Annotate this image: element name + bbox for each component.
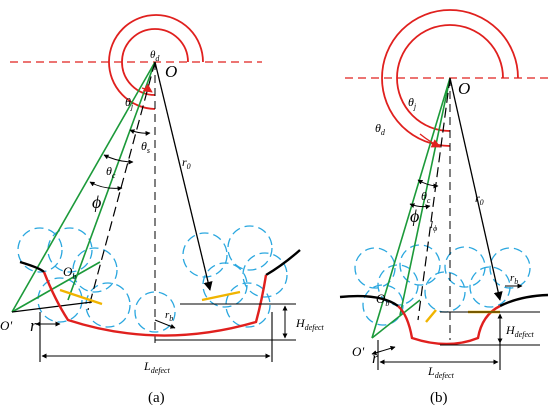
label-theta-s: θs bbox=[141, 139, 150, 155]
surface-curves bbox=[339, 293, 549, 308]
label-ob: Ob bbox=[376, 291, 389, 308]
label-rb: rb bbox=[165, 309, 173, 323]
blue-circle bbox=[17, 227, 63, 273]
label-r0: r0 bbox=[475, 191, 484, 207]
label-l-defect: Ldefect bbox=[427, 364, 455, 380]
label-theta-d: θd bbox=[150, 49, 160, 63]
label-r: r bbox=[30, 316, 37, 335]
blue-circle bbox=[72, 247, 118, 293]
surface-curves bbox=[19, 249, 301, 277]
theta-d-arcs bbox=[381, 9, 519, 147]
defect-profile bbox=[42, 271, 268, 337]
blue-circle bbox=[225, 282, 271, 328]
orange-segments bbox=[59, 288, 241, 306]
label-h-defect: Hdefect bbox=[295, 316, 325, 332]
label-center-o: O bbox=[458, 79, 470, 98]
label-r: r bbox=[372, 350, 379, 367]
label-phi: ϕ bbox=[92, 192, 101, 212]
defect-lines bbox=[39, 303, 296, 362]
label-ob: Ob bbox=[63, 264, 76, 281]
label-theta-j: θj bbox=[125, 95, 134, 111]
label-phi: ϕ bbox=[410, 206, 419, 226]
blue-circle bbox=[469, 266, 511, 308]
blue-circle bbox=[444, 246, 486, 288]
blue-circle bbox=[85, 282, 131, 328]
angle-arrows bbox=[419, 133, 441, 148]
blue-circle bbox=[227, 225, 273, 271]
blue-circle bbox=[399, 244, 441, 286]
angle-arcs bbox=[89, 129, 151, 191]
theta-d-arcs bbox=[108, 14, 204, 110]
blue-circle bbox=[424, 271, 466, 313]
r0-arrow bbox=[449, 77, 503, 301]
blue-circle bbox=[202, 262, 248, 308]
label-r0: r0 bbox=[182, 155, 191, 171]
dashed-line bbox=[417, 77, 451, 321]
label-l-defect: Ldefect bbox=[143, 359, 171, 375]
label-oprime: O' bbox=[0, 318, 12, 333]
defect-lines bbox=[377, 311, 540, 370]
blue-dashed-circles bbox=[354, 244, 531, 326]
caption-a: (a) bbox=[148, 390, 165, 406]
oprime-line bbox=[11, 301, 93, 313]
label-rb: rb bbox=[510, 272, 518, 286]
label-theta-c: θc bbox=[421, 189, 431, 205]
label-h-defect: Hdefect bbox=[505, 323, 535, 339]
label-l-phi: lϕ bbox=[430, 219, 437, 233]
blue-circle bbox=[489, 247, 531, 289]
label-center-o: O bbox=[165, 62, 177, 81]
rb-arrow bbox=[154, 319, 176, 329]
r-dimension bbox=[371, 345, 396, 356]
angle-arcs bbox=[409, 179, 439, 210]
label-theta-j: θj bbox=[408, 95, 417, 111]
blue-circle bbox=[242, 252, 288, 298]
r0-arrow bbox=[154, 61, 213, 291]
panel-a: O θd θj θs θc ϕ r0 Ob O' r rb Hdefect Ld… bbox=[0, 14, 325, 406]
label-theta-c: θc bbox=[106, 164, 116, 180]
blue-circle bbox=[354, 247, 396, 289]
green-lines bbox=[11, 61, 156, 313]
label-theta-d: θd bbox=[375, 121, 386, 137]
blue-circle bbox=[47, 227, 93, 273]
panel-b: O θj θd θc ϕ lϕ r0 rb Ob O' r Hdefect Ld… bbox=[339, 9, 550, 406]
blue-circle bbox=[134, 291, 176, 333]
caption-b: (b) bbox=[430, 390, 448, 406]
angle-arrows bbox=[141, 83, 153, 93]
defect-profile bbox=[397, 304, 501, 346]
label-oprime: O' bbox=[352, 344, 364, 359]
blue-circle bbox=[362, 284, 404, 326]
blue-dashed-circles bbox=[17, 225, 288, 333]
